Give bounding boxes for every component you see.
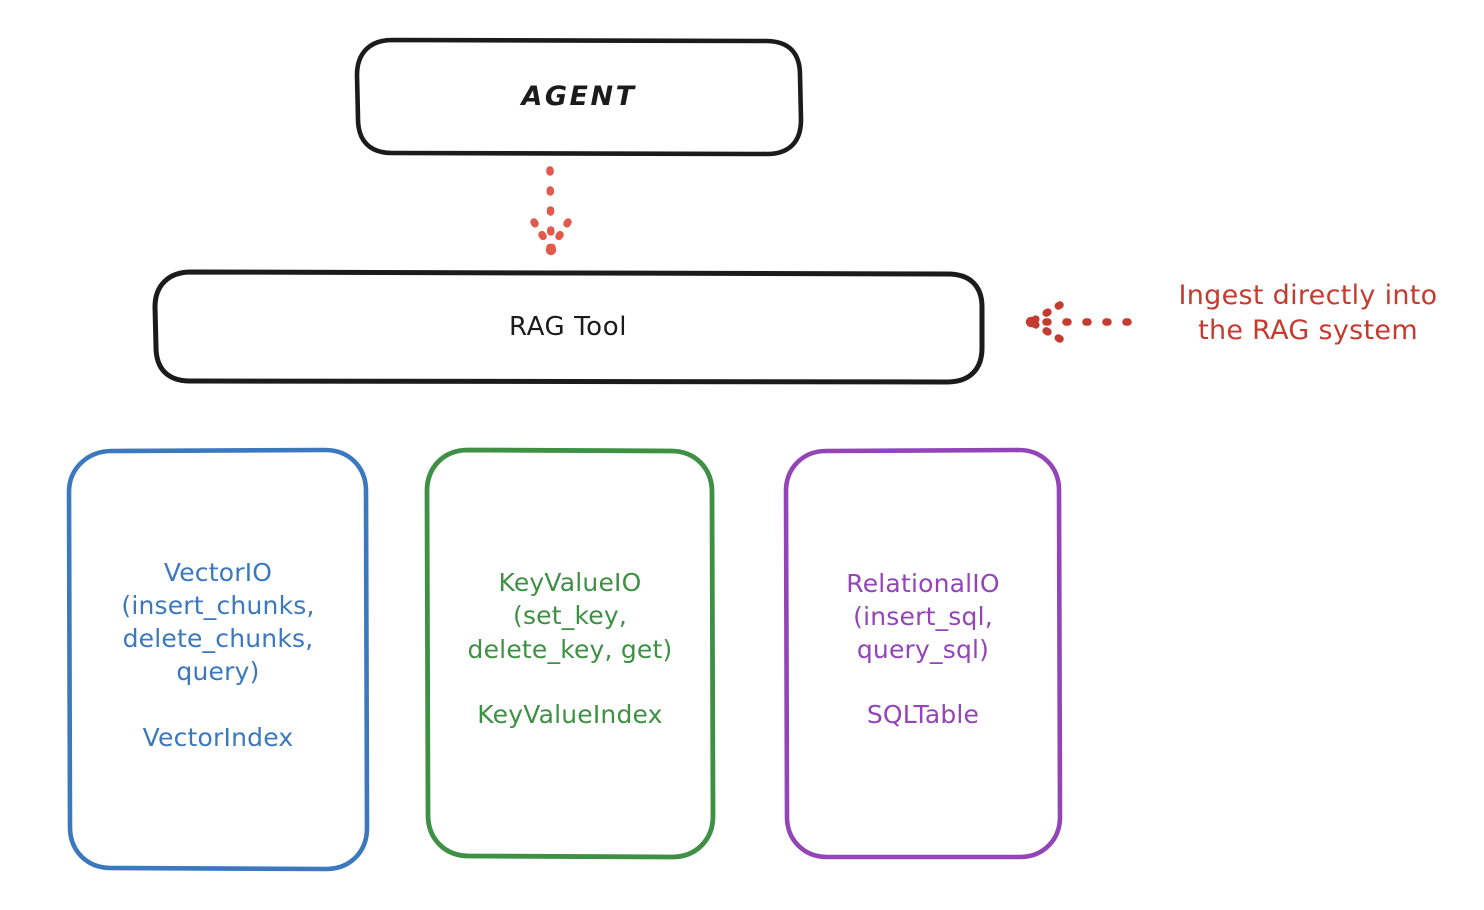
rag-tool-box[interactable]: RAG Tool xyxy=(154,271,982,384)
vector-io-label: VectorIO (insert_chunks, delete_chunks, … xyxy=(121,557,315,687)
agent-to-rag-connector-icon xyxy=(530,166,572,256)
vector-io-box[interactable]: VectorIO (insert_chunks, delete_chunks, … xyxy=(68,449,368,870)
relational-io-label: RelationalIO (insert_sql, query_sql) xyxy=(846,568,1000,665)
relational-io-content: RelationalIO (insert_sql, query_sql) SQL… xyxy=(846,567,1000,730)
agent-label: AGENT xyxy=(521,81,637,113)
relational-io-box[interactable]: RelationalIO (insert_sql, query_sql) SQL… xyxy=(786,449,1060,859)
vector-io-content: VectorIO (insert_chunks, delete_chunks, … xyxy=(121,556,314,752)
key-value-io-label: KeyValueIO (set_key, delete_key, get) xyxy=(467,568,673,664)
key-value-io-sub-label: KeyValueIndex xyxy=(477,699,663,729)
relational-io-sub-label: SQLTable xyxy=(866,700,980,730)
key-value-io-content: KeyValueIO (set_key, delete_key, get) Ke… xyxy=(468,566,673,729)
rag-tool-label: RAG Tool xyxy=(508,311,628,342)
ingest-annotation: Ingest directly into the RAG system xyxy=(1143,278,1473,348)
vector-io-sub-label: VectorIndex xyxy=(142,722,294,752)
agent-box[interactable]: AGENT xyxy=(356,39,802,156)
ingest-to-rag-connector-icon xyxy=(1025,301,1132,343)
key-value-io-box[interactable]: KeyValueIO (set_key, delete_key, get) Ke… xyxy=(426,449,714,858)
ingest-annotation-text: Ingest directly into the RAG system xyxy=(1178,280,1438,347)
